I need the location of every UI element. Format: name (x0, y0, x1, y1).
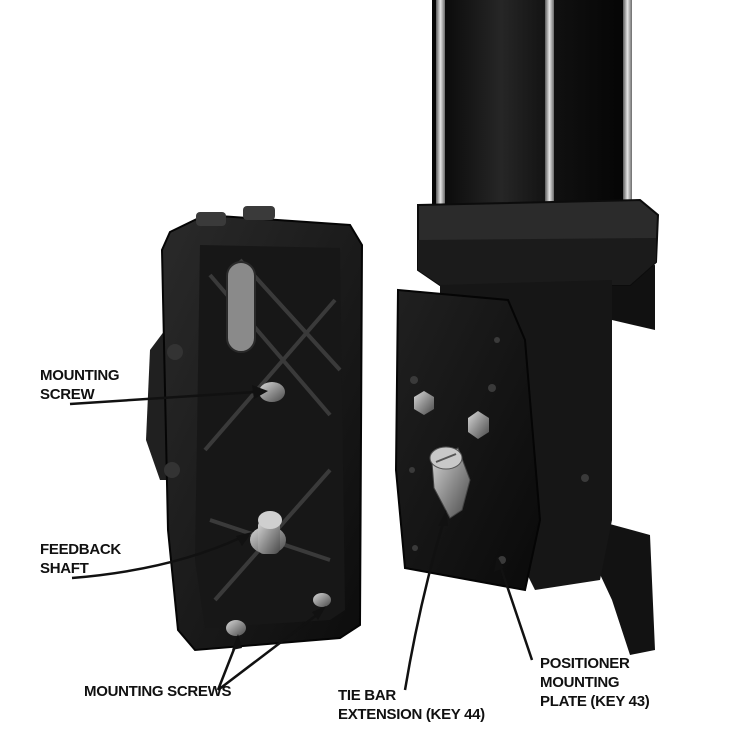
leader-tie-bar-extension (403, 519, 446, 691)
arrowhead (312, 606, 326, 620)
housing-top-boss (196, 212, 226, 226)
label-line: TIE BAR (338, 687, 396, 704)
plate-hole (409, 467, 415, 473)
housing-port (164, 462, 180, 478)
label-line: MOUNTING SCREWS (84, 683, 232, 700)
actuator-cylinder (432, 0, 630, 215)
arrowhead (236, 532, 252, 546)
plate-hole (410, 376, 418, 384)
label-line: SCREW (40, 386, 95, 403)
housing-cover-plate (226, 261, 256, 353)
arrowhead (438, 510, 448, 526)
hex-bolt (414, 391, 434, 415)
positioner-housing (146, 206, 364, 652)
tie-rod (545, 0, 554, 212)
actuator-assembly (394, 0, 660, 655)
arrowhead (252, 385, 268, 399)
label-line: POSITIONER (540, 655, 630, 672)
hex-bolt (468, 411, 489, 439)
plate-hole (488, 384, 496, 392)
leader-mounting-screws-b (217, 613, 319, 691)
tie-bar-extension (429, 446, 471, 519)
label-line: MOUNTING (40, 367, 120, 384)
leader-positioner-plate (498, 564, 534, 661)
leader-lines (69, 390, 534, 691)
leader-feedback-shaft (71, 536, 241, 580)
label-line: MOUNTING (540, 674, 620, 691)
label-line: SHAFT (40, 560, 89, 577)
mounting-screw-head (313, 593, 331, 607)
plate-hole (581, 474, 589, 482)
actuator-bracket-foot (595, 520, 655, 655)
feedback-shaft-part (250, 511, 286, 554)
leader-mounting-screws-a (216, 643, 238, 691)
arrowhead (232, 634, 242, 650)
tie-rod (436, 0, 445, 212)
label-positioner-mounting-plate: POSITIONER MOUNTING PLATE (KEY 43) (540, 654, 650, 711)
label-line: FEEDBACK (40, 541, 121, 558)
label-line: PLATE (KEY 43) (540, 693, 650, 710)
arrowhead (494, 556, 504, 572)
tie-rod (623, 0, 632, 212)
housing-port (167, 344, 183, 360)
label-mounting-screws: MOUNTING SCREWS (84, 682, 231, 701)
label-tie-bar-extension: TIE BAR EXTENSION (KEY 44) (338, 686, 485, 724)
mounting-screw-head (226, 620, 246, 636)
plate-hole (494, 337, 500, 343)
label-line: EXTENSION (KEY 44) (338, 706, 485, 723)
housing-top-boss (243, 206, 275, 220)
label-mounting-screw: MOUNTING SCREW (40, 366, 120, 404)
arrowheads (232, 385, 504, 650)
label-feedback-shaft: FEEDBACK SHAFT (40, 540, 121, 578)
positioner-mounting-plate (394, 288, 542, 592)
plate-hole (412, 545, 418, 551)
mounting-screw-head (259, 382, 285, 402)
leader-mounting-screw (69, 390, 256, 406)
yoke-shadow (418, 238, 656, 285)
